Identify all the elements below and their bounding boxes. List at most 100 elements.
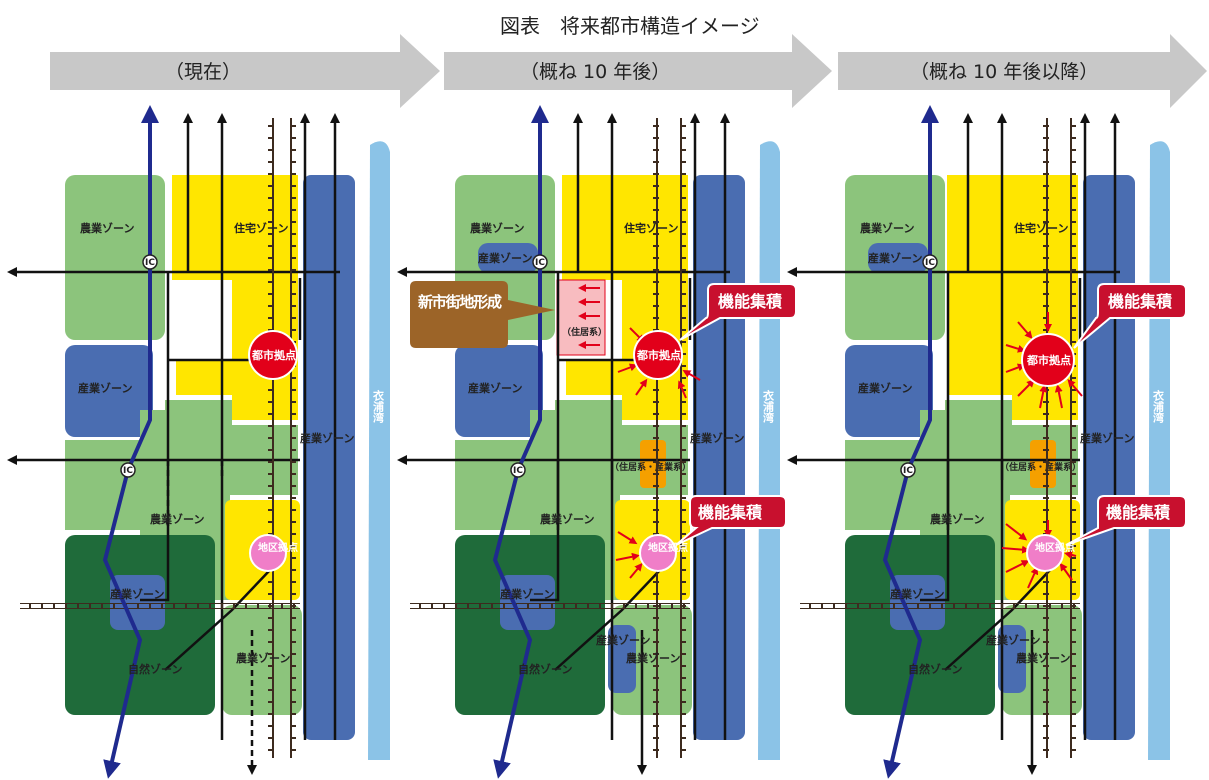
label-mixed: （住居系・産業系）: [1000, 461, 1081, 473]
road-network: [397, 113, 730, 775]
district-hub: [249, 534, 287, 572]
agri-zone-se: [222, 605, 302, 715]
label-industry-s: 産業ゾーン: [890, 587, 944, 601]
label-industry-ic: 産業ゾーン: [868, 251, 922, 265]
residential-zone: [172, 175, 298, 420]
city-hub: [1021, 333, 1075, 387]
label-residential: 住宅ゾーン: [624, 221, 678, 235]
concentration-callout-district: 機能集積: [1065, 495, 1187, 546]
new-town-label: 新市街地形成: [418, 293, 502, 311]
label-nature: 自然ゾーン: [908, 662, 962, 676]
bay-area: [368, 141, 390, 761]
industry-zone-s: [110, 575, 165, 630]
ic-marker-2: [510, 462, 526, 478]
industry-zone-w: [65, 345, 153, 437]
railway-vertical-2: [680, 118, 686, 758]
city-hub-label: 都市拠点: [636, 348, 681, 362]
label-residential: 住宅ゾーン: [234, 221, 288, 235]
industry-zone-strip: [1083, 175, 1135, 740]
ic-label-2: IC: [903, 466, 913, 476]
road-network: [787, 113, 1120, 775]
industry-zone-w: [455, 345, 543, 437]
industry-zone-ic: [868, 243, 928, 273]
phase-arrow-3: （概ね 10 年後以降）: [838, 34, 1207, 108]
concentration-callout-district: 機能集積: [675, 495, 787, 546]
city-hub-label: 都市拠点: [1026, 353, 1071, 367]
industry-zone-w: [845, 345, 933, 437]
city-hub: [633, 330, 683, 380]
ic-marker-2: [120, 462, 136, 478]
ic-label-2: IC: [513, 466, 523, 476]
phase-arrow-1: （現在）: [50, 34, 440, 108]
industry-zone-strip: [693, 175, 745, 740]
label-agri-nw: 農業ゾーン: [80, 221, 134, 235]
ic-marker: [142, 254, 158, 270]
railway-vertical-2: [290, 118, 296, 758]
label-industry-ic: 産業ゾーン: [478, 251, 532, 265]
label-agri-se: 農業ゾーン: [626, 651, 680, 665]
railway-horizontal: [410, 603, 690, 609]
label-agri-nw: 農業ゾーン: [860, 221, 914, 235]
ic-label: IC: [925, 258, 935, 268]
concentration-arrows-district: [615, 531, 643, 579]
district-hub-label: 地区拠点: [1035, 541, 1075, 554]
label-nature: 自然ゾーン: [518, 662, 572, 676]
agri-zone-nw: [65, 175, 165, 340]
callout-label-district: 機能集積: [1106, 503, 1171, 522]
callout-label-city: 機能集積: [1108, 292, 1173, 311]
new-residential-area: [556, 279, 606, 356]
growth-arrows-new: [578, 284, 600, 349]
label-industry-e: 産業ゾーン: [300, 431, 354, 445]
label-industry-e: 産業ゾーン: [1080, 431, 1134, 445]
concentration-arrows-district: [1001, 520, 1077, 589]
industry-zone-ic: [478, 243, 538, 273]
bay-label: 衣浦湾: [1152, 389, 1165, 424]
label-resid-small: （住居系）: [562, 326, 607, 338]
label-agri-mid: 農業ゾーン: [540, 512, 594, 526]
industry-zone-s: [890, 575, 945, 630]
phase-label-2: （概ね 10 年後）: [520, 61, 670, 83]
expressway: [102, 112, 152, 779]
ic-marker: [532, 254, 548, 270]
label-industry-w: 産業ゾーン: [78, 381, 132, 395]
label-nature: 自然ゾーン: [128, 662, 182, 676]
bay-label: 衣浦湾: [372, 389, 385, 424]
label-agri-nw: 農業ゾーン: [470, 221, 524, 235]
phase-label-3: （概ね 10 年後以降）: [910, 61, 1098, 83]
city-hub: [248, 330, 298, 380]
industry-zone-s2: [608, 625, 636, 693]
ic-marker-2: [900, 462, 916, 478]
label-industry-w: 産業ゾーン: [858, 381, 912, 395]
label-industry-e: 産業ゾーン: [690, 431, 744, 445]
label-industry-s2: 産業ゾーン: [986, 633, 1040, 647]
new-town-callout: 新市街地形成: [410, 281, 555, 348]
industry-zone-s: [500, 575, 555, 630]
bay-area: [758, 141, 780, 761]
label-industry-s2: 産業ゾーン: [596, 633, 650, 647]
railway-vertical: [268, 118, 274, 758]
railway-vertical: [1043, 118, 1049, 758]
railway-vertical: [653, 118, 659, 758]
label-agri-mid: 農業ゾーン: [930, 512, 984, 526]
panel-10-years: 衣浦湾 （住居系） （住居系・産業系）: [397, 105, 797, 779]
expressway: [882, 112, 932, 779]
label-agri-mid: 農業ゾーン: [150, 512, 204, 526]
label-industry-w: 産業ゾーン: [468, 381, 522, 395]
label-agri-se: 農業ゾーン: [236, 651, 290, 665]
concentration-arrows-city: [1005, 312, 1083, 409]
phase-arrow-2: （概ね 10 年後）: [444, 34, 832, 108]
concentration-callout-city: 機能集積: [679, 283, 797, 341]
figure-title: 図表 将来都市構造イメージ: [500, 14, 760, 38]
district-hub: [1026, 534, 1064, 572]
expressway: [492, 112, 542, 779]
bay-label: 衣浦湾: [762, 389, 775, 424]
label-residential: 住宅ゾーン: [1014, 221, 1068, 235]
district-hub-label: 地区拠点: [258, 541, 298, 554]
ic-label: IC: [145, 258, 155, 268]
city-hub-label: 都市拠点: [251, 348, 296, 362]
label-mixed: （住居系・産業系）: [610, 461, 691, 473]
railway-horizontal: [20, 603, 300, 609]
label-industry-s: 産業ゾーン: [110, 587, 164, 601]
district-hub: [639, 534, 677, 572]
